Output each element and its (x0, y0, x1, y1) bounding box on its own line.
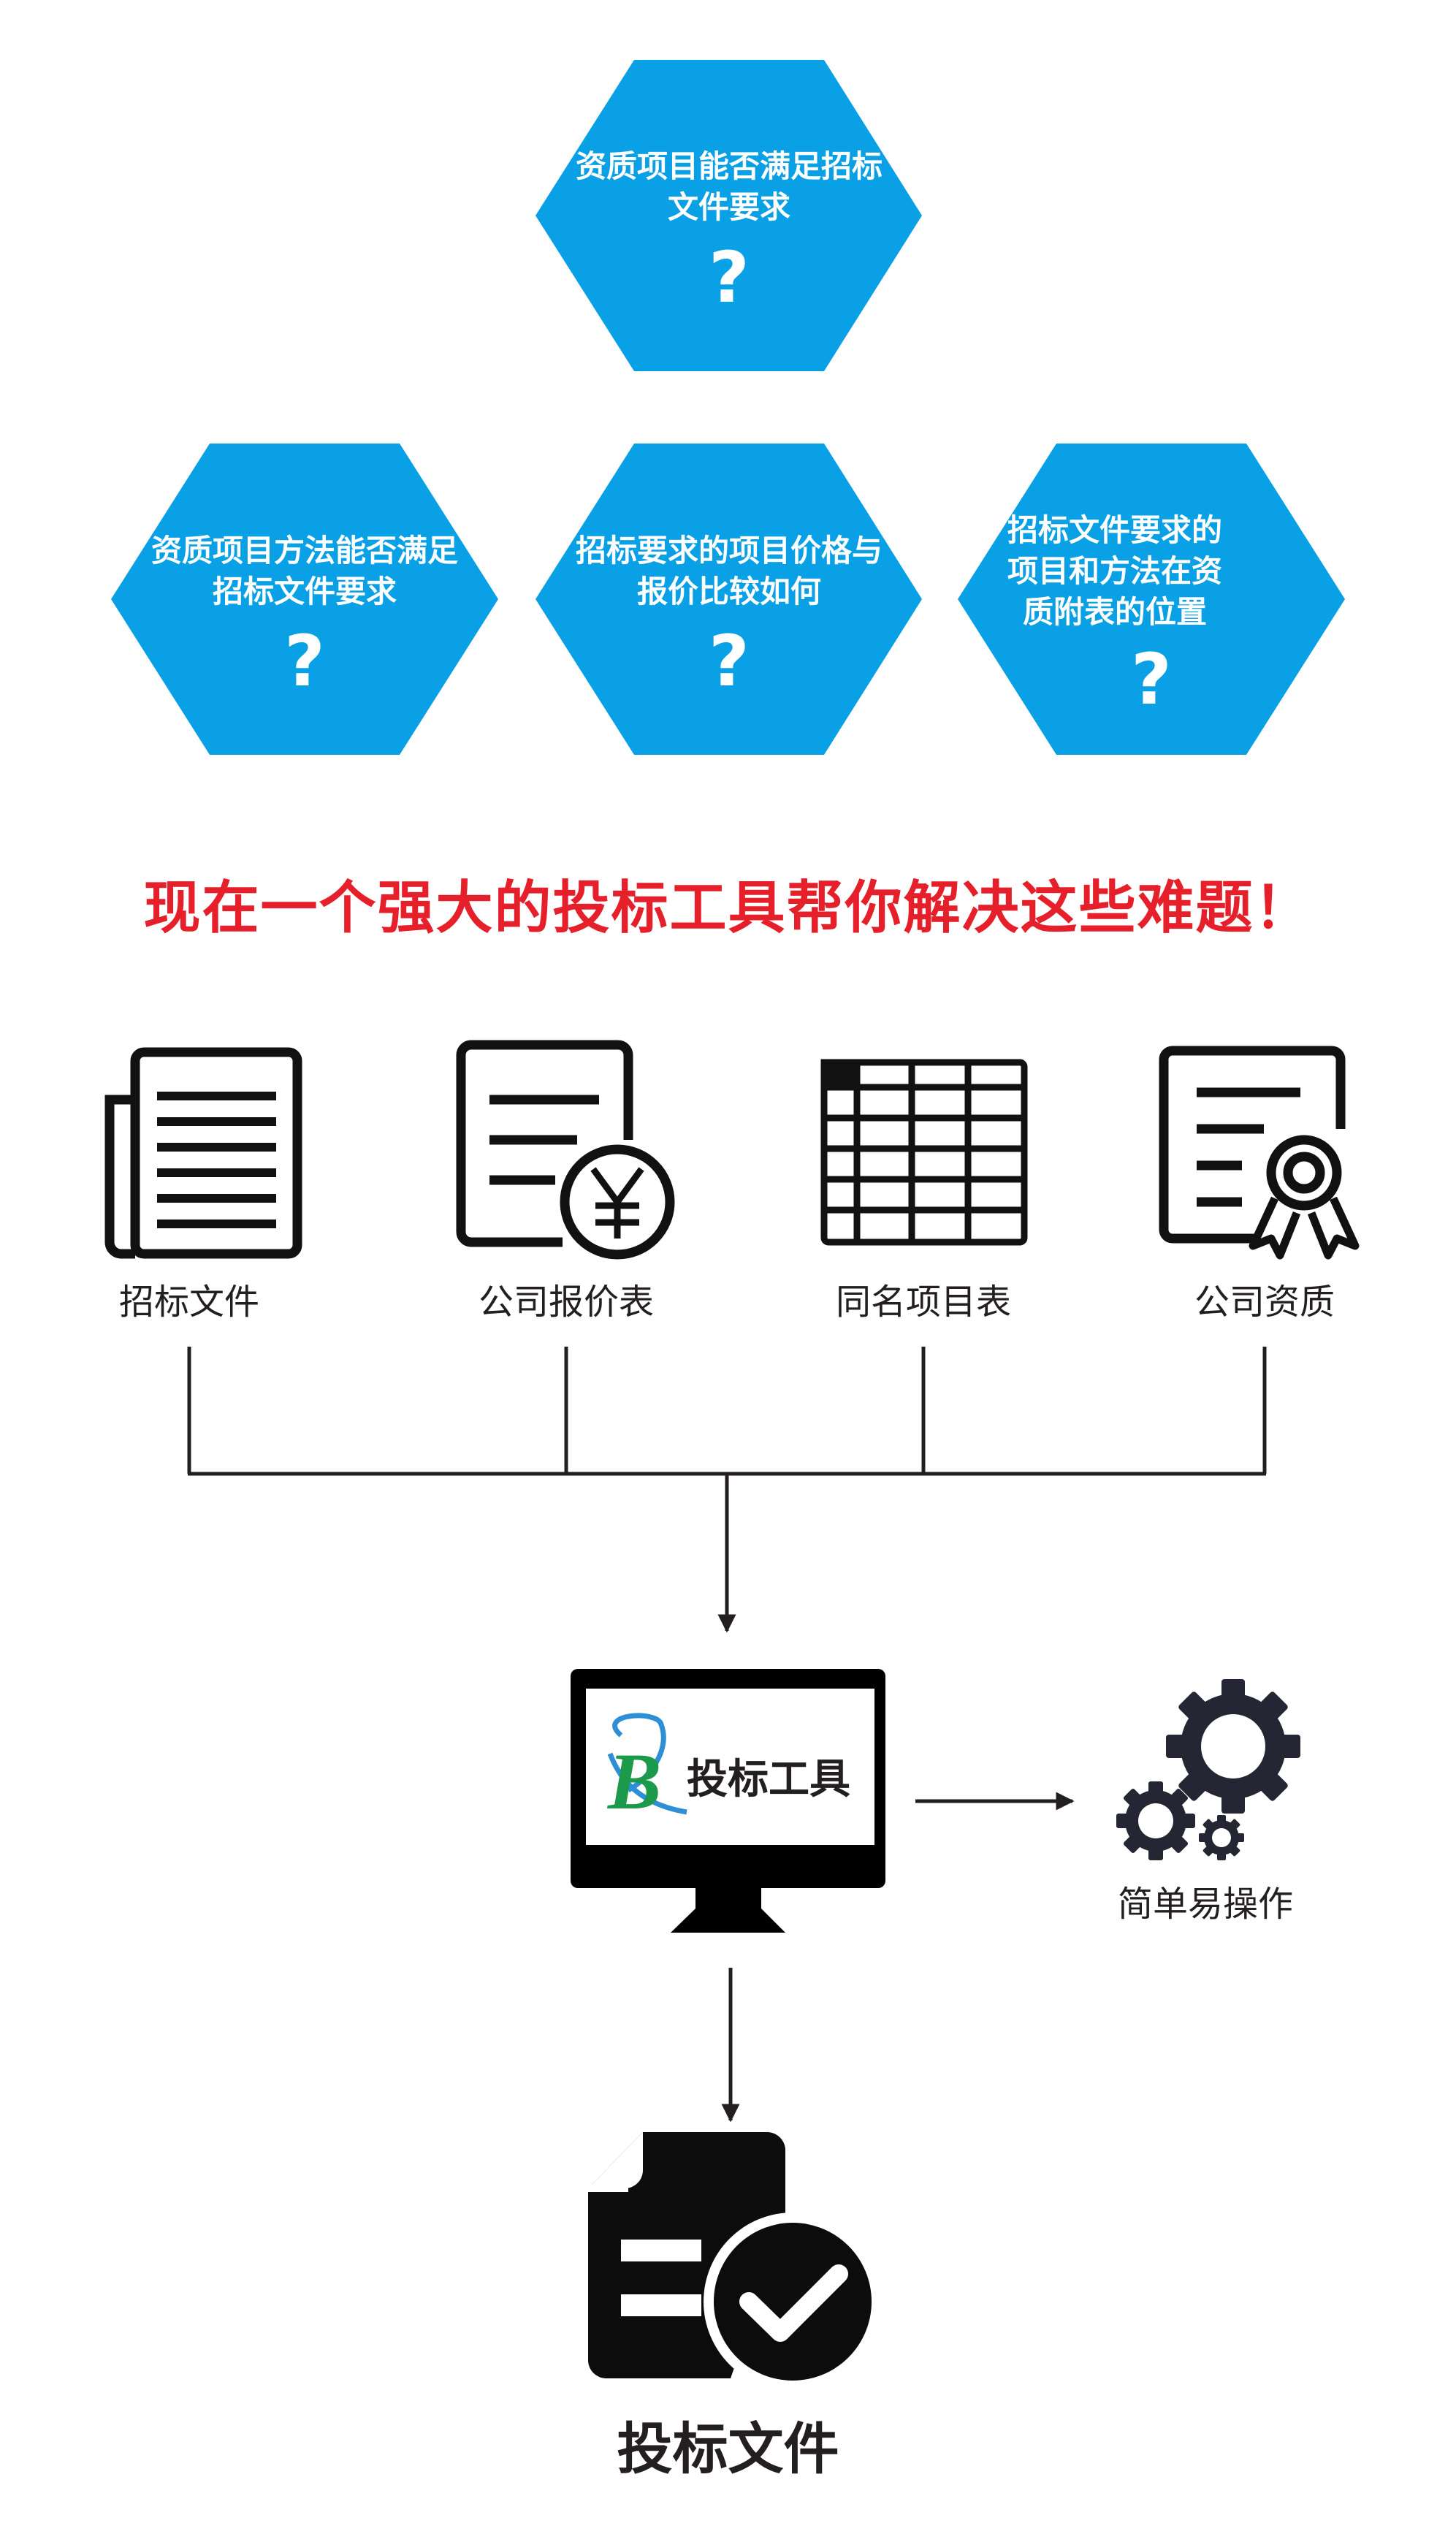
invoice-yen-icon (456, 1040, 675, 1260)
feature-label: 简单易操作 (1117, 1884, 1293, 1925)
question-mark: ? (284, 620, 325, 702)
question-mark: ? (709, 237, 750, 319)
monitor-icon (571, 1669, 885, 1933)
gears-icon (1116, 1679, 1300, 1860)
table-icon (820, 1059, 1028, 1246)
hexagon-3-text: 招标要求的项目价格与报价比较如何 (576, 533, 883, 609)
input-label-qualification: 公司资质 (1194, 1282, 1335, 1323)
newspaper-icon (104, 1047, 302, 1259)
tool-name: 投标工具 (687, 1756, 850, 1803)
hexagon-4 (958, 444, 1345, 755)
hexagon-2 (111, 444, 498, 755)
hexagon-2-text: 资质项目方法能否满足招标文件要求 (151, 533, 459, 609)
hexagon-1-text: 资质项目能否满足招标文件要求 (576, 148, 883, 225)
question-mark: ? (1131, 639, 1172, 720)
output-label: 投标文件 (617, 2416, 839, 2481)
hexagon-4-text: 招标文件要求的项目和方法在资质附表的位置 (1007, 512, 1222, 630)
hexagon-1 (535, 60, 922, 371)
input-label-quote: 公司报价表 (478, 1282, 654, 1323)
input-label-tender-doc: 招标文件 (118, 1282, 259, 1323)
headline: 现在一个强大的投标工具帮你解决这些难题！ (143, 875, 1313, 941)
hexagon-3 (535, 444, 922, 755)
connector-lines (187, 1347, 1267, 2123)
input-label-project-table: 同名项目表 (835, 1282, 1011, 1323)
logo-b-icon: B (606, 1713, 687, 1826)
svg-text:B: B (606, 1737, 661, 1826)
question-mark: ? (709, 620, 750, 702)
document-check-icon (581, 2132, 882, 2391)
certificate-icon (1159, 1046, 1360, 1260)
